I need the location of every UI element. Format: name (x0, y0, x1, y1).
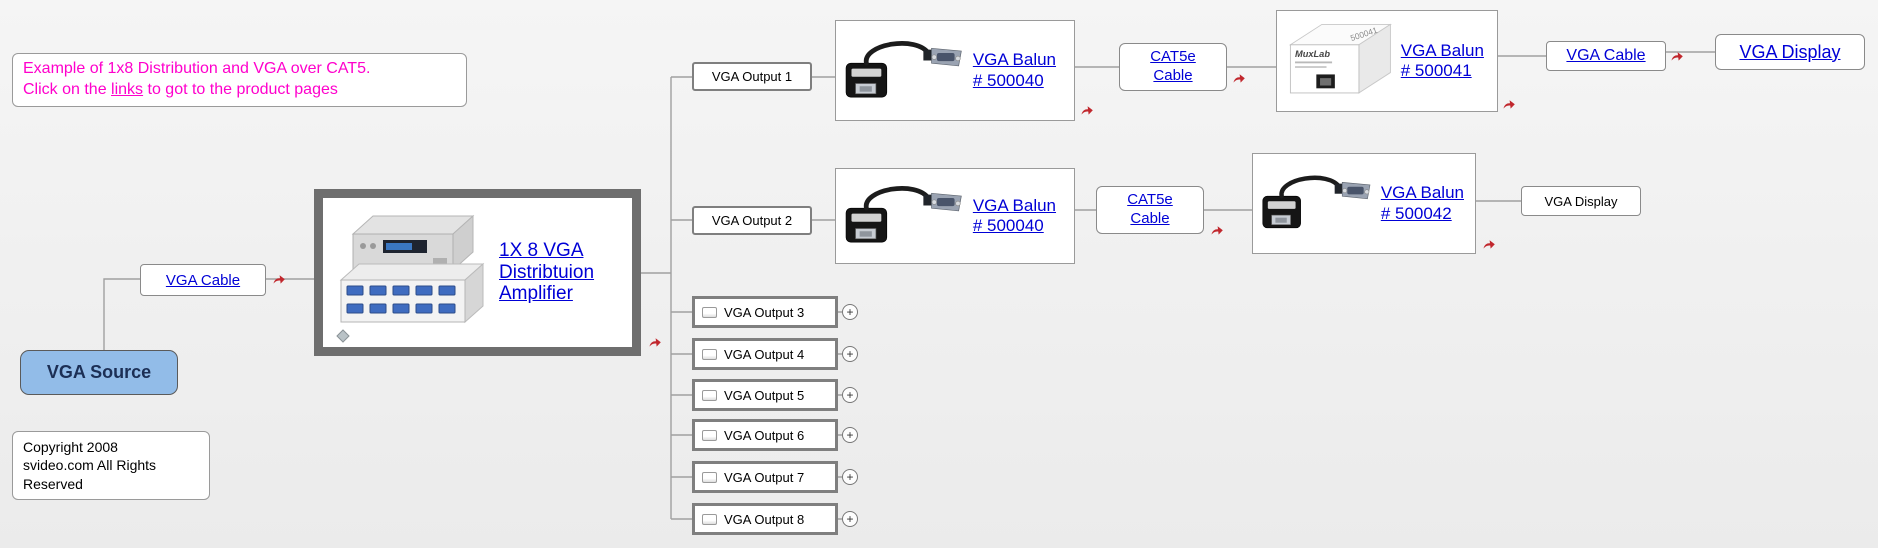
subtopic-icon (702, 471, 717, 483)
vga-output-4-box[interactable]: VGA Output 4 (692, 338, 838, 370)
vga-balun-500040-link[interactable]: VGA Balun # 500040 (972, 50, 1057, 90)
amplifier-box[interactable]: 1X 8 VGA Distribtuion Amplifier (314, 189, 641, 356)
vga-output-3-box[interactable]: VGA Output 3 (692, 296, 838, 328)
vga-source-box[interactable]: VGA Source (20, 350, 178, 395)
vga-source-label: VGA Source (46, 362, 152, 382)
vga-output-7-label: VGA Output 7 (724, 469, 805, 485)
hyperlink-icon[interactable] (1482, 236, 1496, 250)
vga-display-label-top[interactable]: VGA Display (1739, 41, 1841, 62)
cat5e-cable-box-row1: CAT5e Cable (1119, 43, 1227, 91)
vga-output-1-label: VGA Output 1 (711, 69, 793, 84)
vga-output-5-box[interactable]: VGA Output 5 (692, 379, 838, 411)
expand-button[interactable]: + (842, 346, 858, 362)
vga-balun-photo (845, 186, 962, 243)
expand-button[interactable]: + (842, 387, 858, 403)
vga-balun-500040-link[interactable]: VGA Balun # 500040 (972, 195, 1057, 235)
vga-output-1-box[interactable]: VGA Output 1 (692, 62, 812, 91)
cat5e-cable-box-row2: CAT5e Cable (1096, 186, 1204, 234)
muxlab-brand-text: MuxLab (1295, 49, 1330, 59)
copyright-line-2: svideo.com All Rights (23, 457, 157, 474)
hyperlink-icon[interactable] (1502, 96, 1516, 110)
note-box: Example of 1x8 Distribution and VGA over… (12, 53, 467, 107)
subtopic-icon (702, 306, 717, 318)
vga-output-6-label: VGA Output 6 (724, 427, 805, 443)
vga-output-6-box[interactable]: VGA Output 6 (692, 419, 838, 451)
copyright-box: Copyright 2008 svideo.com All Rights Res… (12, 431, 210, 501)
vga-balun-photo (1262, 175, 1371, 229)
vga-cable-link-top[interactable]: VGA Cable (1566, 47, 1646, 64)
vga-cable-box-top: VGA Cable (1546, 41, 1666, 71)
vga-output-5-label: VGA Output 5 (724, 387, 805, 403)
balun-500042-box: VGA Balun # 500042 (1252, 153, 1476, 254)
vga-output-4-label: VGA Output 4 (724, 346, 805, 362)
hyperlink-icon[interactable] (1080, 102, 1094, 116)
amplifier-photo (336, 214, 485, 343)
expand-button[interactable]: + (842, 304, 858, 320)
subtopic-icon (702, 513, 717, 525)
hyperlink-icon[interactable] (272, 271, 286, 285)
hyperlink-icon[interactable] (648, 334, 662, 348)
expand-button[interactable]: + (842, 511, 858, 527)
vga-output-3-label: VGA Output 3 (724, 304, 805, 320)
note-links-link[interactable]: links (111, 80, 144, 98)
cat5e-cable-link-row2[interactable]: CAT5e Cable (1127, 191, 1173, 227)
balun-500040-box-row2: VGA Balun # 500040 (835, 168, 1075, 264)
vga-display-label-row2: VGA Display (1544, 193, 1618, 209)
vga-cable-link-box-left: VGA Cable (140, 264, 266, 296)
subtopic-icon (702, 389, 717, 401)
subtopic-icon (702, 348, 717, 360)
vga-output-2-box[interactable]: VGA Output 2 (692, 206, 812, 235)
vga-balun-500041-link[interactable]: VGA Balun # 500041 (1400, 40, 1484, 80)
vga-cable-link-left[interactable]: VGA Cable (165, 271, 241, 289)
note-line-1: Example of 1x8 Distribution and VGA over… (23, 60, 371, 77)
copyright-line-3: Reserved (23, 475, 83, 492)
vga-output-2-label: VGA Output 2 (711, 213, 793, 228)
note-line-2: Click on the links to got to the product… (23, 80, 456, 101)
vga-output-7-box[interactable]: VGA Output 7 (692, 461, 838, 493)
vga-display-box-top: VGA Display (1715, 34, 1865, 70)
copyright-line-1: Copyright 2008 (23, 439, 118, 455)
muxlab-balun-photo: MuxLab 500041 (1288, 23, 1392, 94)
vga-output-8-label: VGA Output 8 (724, 511, 805, 527)
expand-button[interactable]: + (842, 427, 858, 443)
balun-500040-box-row1: VGA Balun # 500040 (835, 20, 1075, 121)
cat5e-cable-link-row1[interactable]: CAT5e Cable (1150, 48, 1196, 84)
balun-500041-box: MuxLab 500041 VGA Balun # 500041 (1276, 10, 1498, 112)
expand-button[interactable]: + (842, 469, 858, 485)
amplifier-link[interactable]: 1X 8 VGA Distribtuion Amplifier (499, 239, 595, 305)
hyperlink-icon[interactable] (1670, 48, 1684, 62)
hyperlink-icon[interactable] (1210, 222, 1224, 236)
hyperlink-icon[interactable] (1232, 70, 1246, 84)
vga-display-box-row2: VGA Display (1521, 186, 1641, 216)
vga-balun-500042-link[interactable]: VGA Balun # 500042 (1380, 183, 1464, 223)
subtopic-icon (702, 429, 717, 441)
vga-output-8-box[interactable]: VGA Output 8 (692, 503, 838, 535)
note-line-2-prefix: Click on the (23, 80, 112, 98)
vga-balun-photo (845, 40, 962, 97)
note-line-2-suffix: to got to the product pages (143, 80, 338, 98)
